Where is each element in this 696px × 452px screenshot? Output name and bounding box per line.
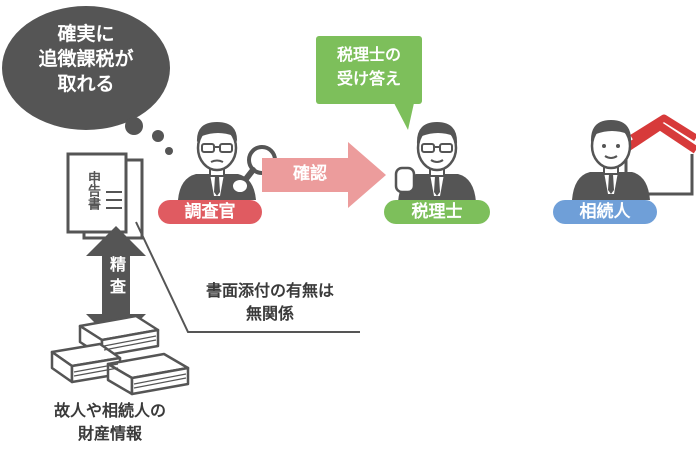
inspector-label: 調査官 bbox=[158, 200, 262, 224]
scrutiny-arrow bbox=[86, 226, 146, 344]
speech-text-1: 税理士の bbox=[336, 45, 401, 64]
scrutiny-label-1: 精査 bbox=[104, 256, 128, 305]
tax-accountant-person-icon bbox=[394, 122, 476, 202]
document-icon bbox=[66, 152, 144, 240]
return-document-label: 申告書 bbox=[85, 170, 100, 210]
scrutiny-text: 精査 bbox=[107, 256, 126, 300]
house-icon bbox=[615, 112, 696, 196]
confirm-label: 確認 bbox=[293, 164, 327, 184]
heir-person-icon bbox=[572, 112, 696, 200]
confirm-arrow bbox=[262, 142, 386, 208]
speech-bubble bbox=[316, 36, 422, 130]
speech-text-2: 受け答え bbox=[336, 69, 401, 88]
tax-accountant-label: 税理士 bbox=[384, 200, 490, 224]
thought-text-2: 追徴課税が bbox=[38, 48, 134, 70]
assets-label-line2: 財産情報 bbox=[77, 424, 142, 443]
attachment-note-line1: 書面添付の有無は bbox=[205, 281, 334, 300]
assets-label-line1: 故人や相続人の bbox=[53, 401, 166, 420]
thought-text-1: 確実に bbox=[57, 23, 115, 45]
heir-label: 相続人 bbox=[553, 200, 657, 224]
attachment-note-line2: 無関係 bbox=[245, 304, 294, 323]
inspector-person-icon bbox=[178, 122, 277, 200]
paper-stack-icon bbox=[50, 314, 190, 396]
thought-text-3: 取れる bbox=[57, 73, 115, 95]
thought-bubble bbox=[2, 6, 173, 155]
note-connector-line bbox=[135, 221, 360, 333]
